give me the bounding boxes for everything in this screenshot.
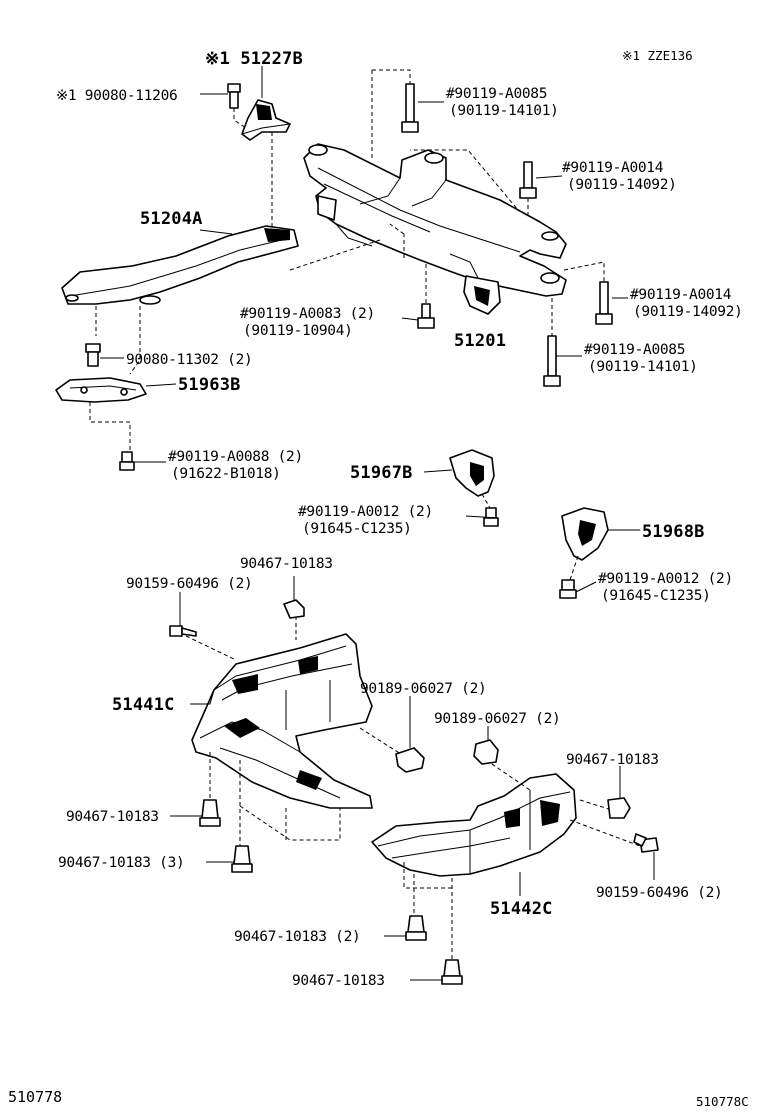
subframe-51201: [303, 143, 567, 315]
bolt-90119-A0085-top: [401, 83, 419, 133]
bolt-90119-A0014-right: [595, 281, 613, 325]
label-90119-14092-b: (90119-14092): [633, 304, 743, 320]
clip-90467-10183-e: [405, 915, 427, 941]
label-90467-10183-c: 90467-10183: [66, 809, 159, 825]
clip-90467-10183-b: [607, 797, 631, 819]
label-91645-C1235-b: (91645-C1235): [601, 588, 711, 604]
label-90159-60496-a: 90159-60496 (2): [126, 576, 252, 592]
label-91645-C1235-a: (91645-C1235): [302, 521, 412, 537]
label-90119-A0085-b: #90119-A0085: [584, 342, 685, 358]
bolt-90119-A0088: [119, 451, 135, 471]
label-90080-11302: 90080-11302 (2): [126, 352, 252, 368]
label-90119-A0014-a: #90119-A0014: [562, 160, 664, 176]
label-51441C: 51441C: [112, 695, 175, 715]
clip-90189-06027-a: [395, 747, 425, 773]
label-91622-B1018: (91622-B1018): [171, 466, 281, 482]
bolt-90119-A0085-bottom: [543, 298, 561, 387]
label-90467-10183-b: 90467-10183: [566, 752, 659, 768]
label-90159-60496-b: 90159-60496 (2): [596, 885, 722, 901]
label-90467-10183-a: 90467-10183: [240, 556, 333, 572]
bracket-51968B: [561, 507, 609, 561]
bolt-90080-11302: [85, 343, 101, 367]
bolt-90119-A0012-left: [483, 507, 499, 527]
member-51204A: [61, 225, 299, 305]
bolt-90119-A0014-top: [519, 161, 537, 199]
clip-90189-06027-b: [473, 739, 499, 765]
bolt-90159-60496-right: [633, 833, 659, 853]
label-90119-A0014-b: #90119-A0014: [630, 287, 732, 303]
label-90080-11206: ※1 90080-11206: [56, 88, 177, 104]
label-90119-A0083: #90119-A0083 (2): [240, 306, 375, 322]
label-51201: 51201: [454, 331, 506, 351]
footer-right: 510778C: [696, 1094, 749, 1109]
label-90467-10183-f: 90467-10183: [292, 973, 385, 989]
label-90467-10183-d: 90467-10183 (3): [58, 855, 184, 871]
label-51442C: 51442C: [490, 899, 553, 919]
cover-51441C: [191, 633, 373, 809]
footer-left: 510778: [8, 1088, 62, 1106]
clip-90467-10183-top: [283, 599, 305, 619]
label-90119-A0088: #90119-A0088 (2): [168, 449, 303, 465]
bolt-90159-60496-left: [169, 625, 197, 637]
label-90119-A0012-a: #90119-A0012 (2): [298, 504, 433, 520]
bolt-90119-A0083: [417, 264, 435, 329]
label-90189-06027-a: 90189-06027 (2): [360, 681, 486, 697]
cover-51442C: [371, 773, 577, 877]
label-90119-A0085-a: #90119-A0085: [446, 86, 547, 102]
label-51204A: 51204A: [140, 209, 203, 229]
note-top-right: ※1 ZZE136: [622, 48, 693, 63]
clip-90467-10183-c: [199, 799, 221, 827]
bracket-51227B: [241, 99, 291, 141]
label-90119-14101-b: (90119-14101): [588, 359, 698, 375]
bolt-90119-A0012-right: [559, 579, 577, 599]
clip-90467-10183-d: [231, 845, 253, 873]
label-90119-10904: (90119-10904): [243, 323, 353, 339]
label-51968B: 51968B: [642, 522, 705, 542]
label-90119-14101-a: (90119-14101): [449, 103, 559, 119]
label-90467-10183-e: 90467-10183 (2): [234, 929, 360, 945]
bracket-51967B: [449, 449, 495, 497]
clip-90467-10183-f: [441, 959, 463, 985]
label-51227B: ※1 51227B: [205, 49, 303, 69]
plate-51963B: [55, 377, 147, 403]
label-90119-14092-a: (90119-14092): [567, 177, 677, 193]
label-51963B: 51963B: [178, 375, 241, 395]
label-90119-A0012-b: #90119-A0012 (2): [598, 571, 733, 587]
label-90189-06027-b: 90189-06027 (2): [434, 711, 560, 727]
bolt-90080-11206: [227, 83, 241, 109]
label-51967B: 51967B: [350, 463, 413, 483]
